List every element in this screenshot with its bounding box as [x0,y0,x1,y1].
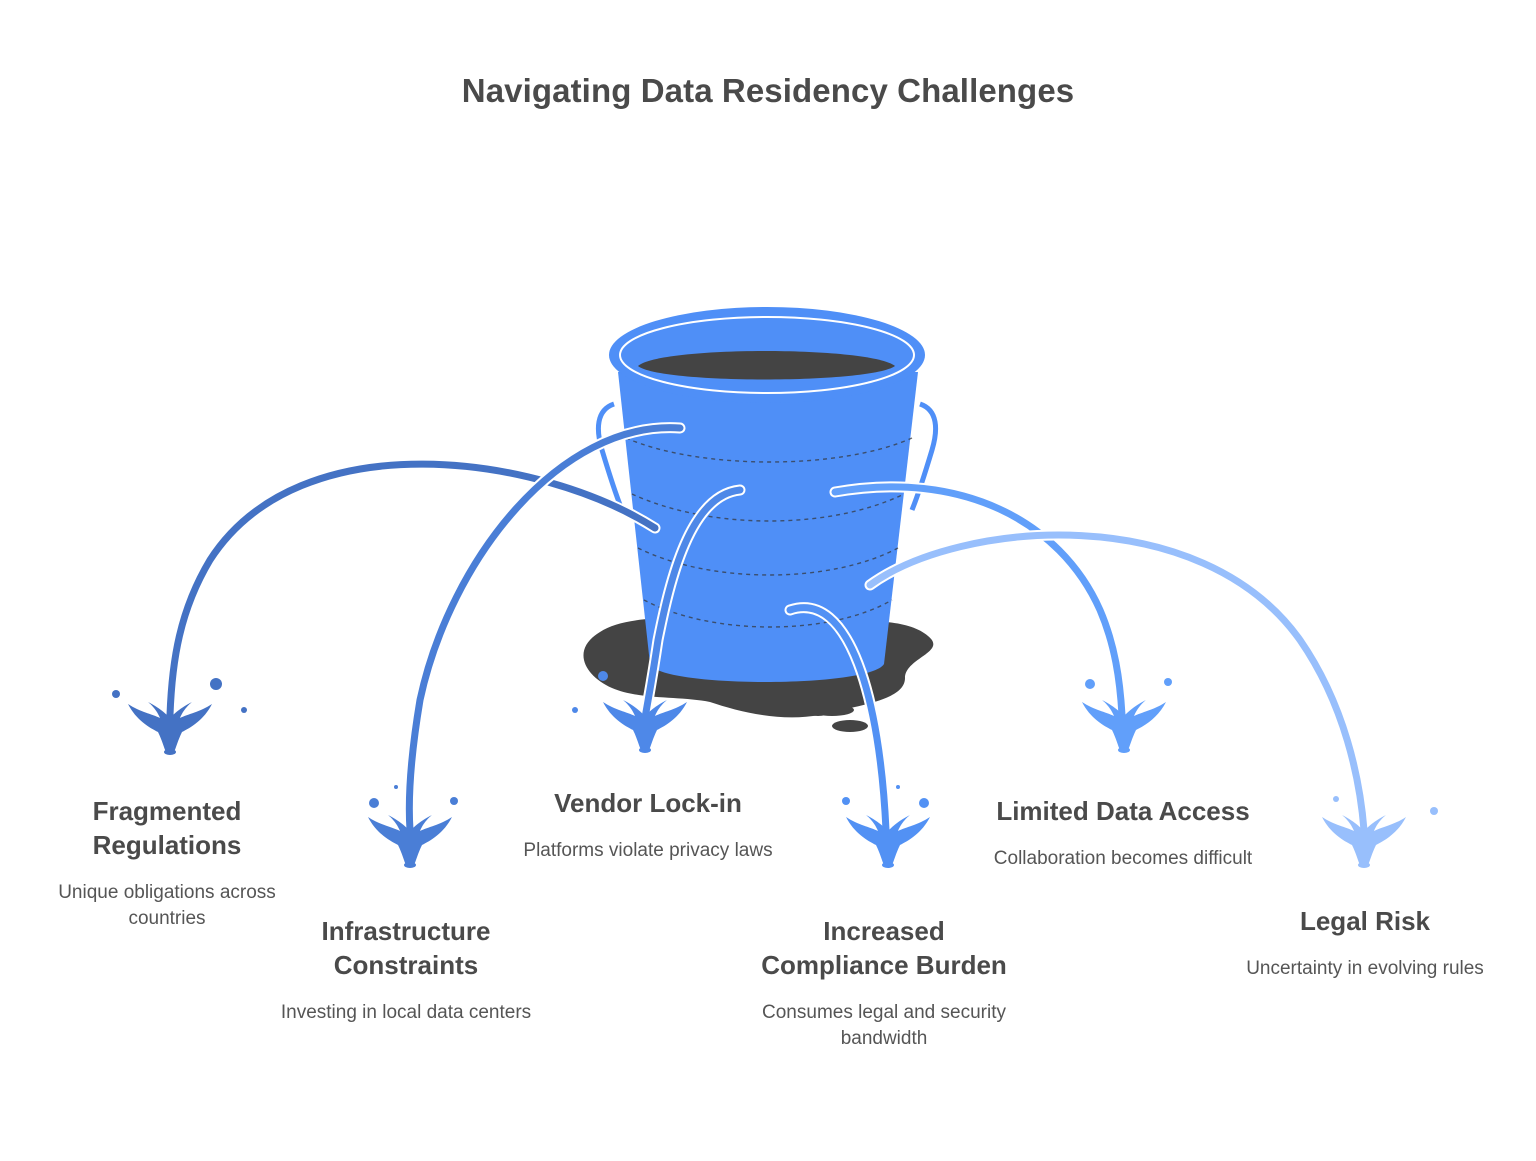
droplet [1164,678,1172,686]
splash-vendor-lock-in [572,671,687,753]
item-title: Legal Risk [1299,906,1431,936]
item-infrastructure-constraints: Infrastructure Constraints Investing in … [276,914,536,1026]
item-description: Unique obligations across countries [58,882,276,929]
droplet [1430,807,1438,815]
droplet [210,678,222,690]
page-title: Navigating Data Residency Challenges [461,72,1075,109]
droplet [450,797,458,805]
droplet [1333,796,1339,802]
droplet [842,797,850,805]
droplet [369,798,379,808]
item-description: Investing in local data centers [280,1002,532,1023]
splash-limited-data-access [1082,678,1172,753]
droplet [112,690,120,698]
item-fragmented-regulations: Fragmented Regulations Unique obligation… [37,794,297,932]
droplet [919,798,929,808]
item-description: Uncertainty in evolving rules [1246,958,1484,979]
item-title: Fragmented Regulations [92,796,242,860]
item-legal-risk: Legal Risk Uncertainty in evolving rules [1235,904,1495,982]
item-title: Limited Data Access [996,796,1250,826]
stream-legal-risk [866,531,1368,834]
item-title: Infrastructure Constraints [321,916,491,980]
droplet [572,707,578,713]
droplet [241,707,247,713]
item-description: Collaboration becomes difficult [993,848,1253,869]
stream-compliance-burden [786,604,890,834]
item-description: Platforms violate privacy laws [523,840,773,861]
droplet [896,785,900,789]
splash-fragmented-regulations [112,678,247,755]
splash-compliance-burden [842,785,930,868]
stream-vendor-lock-in [641,486,744,722]
item-description: Consumes legal and security bandwidth [762,1002,1006,1049]
stream-outline-fragmented-regulations [164,458,661,721]
item-vendor-lock-in: Vendor Lock-in Platforms violate privacy… [518,786,778,864]
stream-infrastructure-constraints [405,424,684,834]
splash-legal-risk [1322,796,1438,868]
bucket [609,307,925,682]
droplet [598,671,608,681]
droplet [394,785,398,789]
item-title: Vendor Lock-in [554,788,742,818]
item-title: Increased Compliance Burden [761,916,1007,980]
splash-infrastructure-constraints [368,785,458,868]
item-limited-data-access: Limited Data Access Collaboration become… [993,794,1253,872]
item-increased-compliance-burden: Increased Compliance Burden Consumes leg… [754,914,1014,1052]
stream-limited-data-access [831,483,1126,719]
stream-fragmented-regulations [166,460,659,719]
droplet [1085,679,1095,689]
